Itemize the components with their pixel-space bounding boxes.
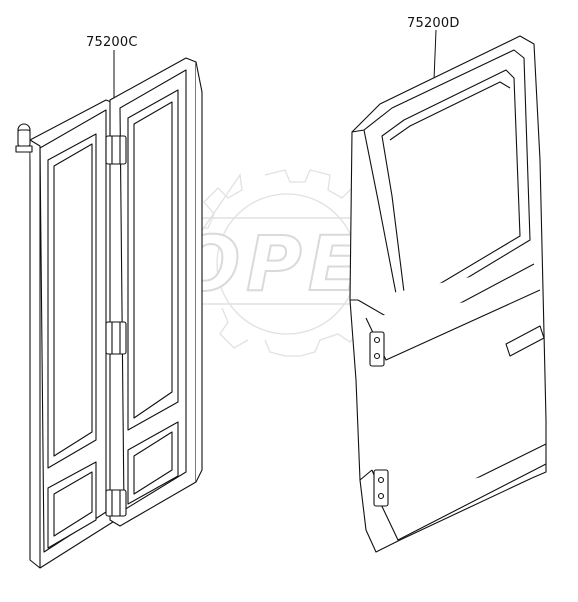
side-door-handle bbox=[505, 325, 545, 357]
door-latch-knob bbox=[15, 123, 33, 153]
leader-line-75200d bbox=[433, 29, 437, 81]
side-door-hinge-plates bbox=[369, 331, 389, 507]
left-door-leaf bbox=[29, 99, 117, 569]
callout-label-75200c: 75200C bbox=[86, 35, 138, 50]
right-door-leaf bbox=[109, 57, 203, 527]
sliding-side-door bbox=[349, 35, 547, 553]
callout-label-75200d: 75200D bbox=[407, 16, 460, 31]
door-hinges bbox=[105, 135, 127, 517]
rear-double-doors bbox=[15, 57, 203, 569]
